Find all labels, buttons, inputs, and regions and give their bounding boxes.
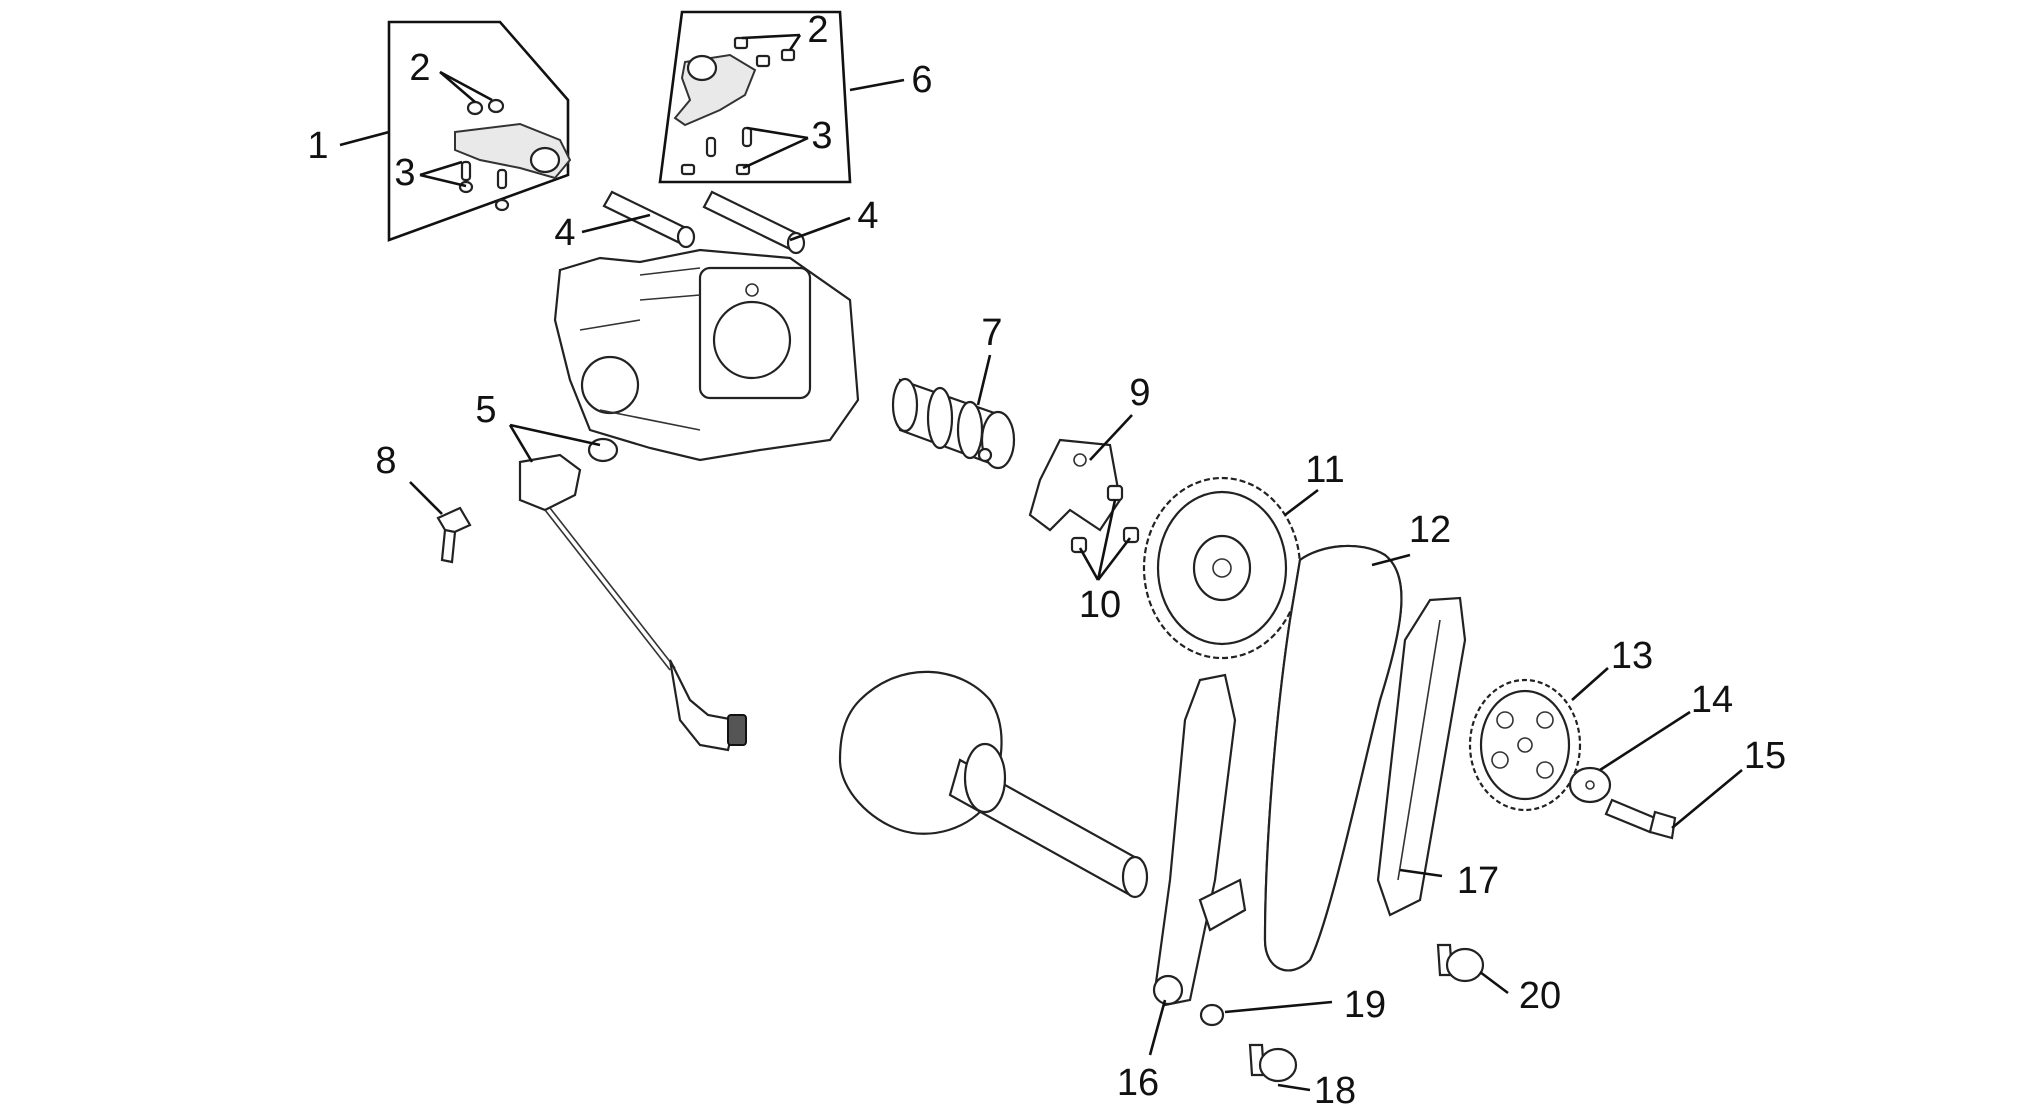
rocker-arm-assembly-left [387,20,572,242]
callout-5: 5 [475,389,496,431]
camshaft [891,377,1016,470]
chain-guide [1376,596,1467,917]
bolt-15 [1604,798,1677,840]
bolt-8 [436,506,472,564]
bracket-plate [1028,438,1122,532]
chain-tensioner [1152,673,1247,1007]
callout-16: 16 [1117,1062,1159,1104]
leader-lines [339,33,1743,1092]
crankshaft [838,670,1149,899]
callout-labels: 1 2 2 3 3 4 4 5 6 7 8 9 10 11 12 13 14 1… [307,9,1786,1105]
cylinder-head [553,248,860,462]
callout-18: 18 [1314,1070,1356,1105]
rocker-shaft-right [702,190,806,255]
callout-20: 20 [1519,975,1561,1017]
callout-10: 10 [1079,584,1121,626]
crank-sprocket [1468,678,1582,812]
callout-17: 17 [1457,860,1499,902]
callout-8: 8 [375,440,396,482]
rocker-arm-assembly-right [658,10,852,184]
callout-4: 4 [554,212,575,254]
callout-15: 15 [1744,735,1786,777]
callout-13: 13 [1611,635,1653,677]
washer-19 [1199,1003,1225,1027]
screws [1070,484,1140,554]
callout-12: 12 [1409,509,1451,551]
callout-2: 2 [807,9,828,51]
bolt-18 [1248,1043,1298,1083]
callout-2: 2 [409,47,430,89]
callout-11: 11 [1305,449,1344,491]
callout-14: 14 [1691,679,1733,721]
callout-1: 1 [307,125,328,167]
callout-3: 3 [811,115,832,157]
callout-6: 6 [911,59,932,101]
callout-19: 19 [1344,984,1386,1026]
callout-4: 4 [857,195,878,237]
callout-3: 3 [394,152,415,194]
washer [1568,766,1612,804]
cam-sprocket [1142,476,1302,660]
bolt-20 [1436,943,1485,983]
rocker-shaft-left [602,190,696,249]
callout-7: 7 [981,312,1002,354]
sensor-with-cable [518,453,747,752]
callout-9: 9 [1129,372,1150,414]
timing-chain [1263,544,1403,972]
